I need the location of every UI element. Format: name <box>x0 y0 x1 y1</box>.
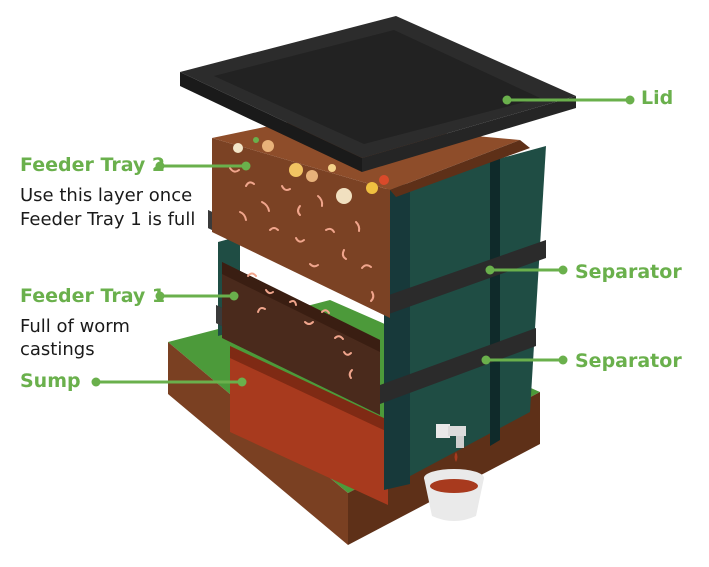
feeder-tray-1 <box>222 262 380 415</box>
tower-panels <box>218 146 546 490</box>
feeder-tray-2-description-line-2: Feeder Tray 1 is full <box>20 209 196 230</box>
food-scraps <box>233 137 389 204</box>
lid <box>180 16 576 172</box>
collection-cup <box>424 469 484 521</box>
feeder-tray-1-label: Feeder Tray 1 <box>20 285 166 307</box>
sump-label: Sump <box>20 370 81 392</box>
leader-lines <box>91 95 635 387</box>
lid-label: Lid <box>641 87 674 109</box>
sump-tray <box>230 346 388 505</box>
separator-upper-label: Separator <box>575 261 682 283</box>
feeder-tray-2-label: Feeder Tray 2 <box>20 154 166 176</box>
tray-2-worms <box>229 167 375 302</box>
feeder-tray-1-description-line-2: castings <box>20 339 95 360</box>
sump-tap <box>436 424 466 462</box>
feeder-tray-1-description-line-1: Full of worm <box>20 316 130 337</box>
separator-lower-label: Separator <box>575 350 682 372</box>
feeder-tray-2-description-line-1: Use this layer once <box>20 185 193 206</box>
tray-1-worms <box>247 272 353 379</box>
